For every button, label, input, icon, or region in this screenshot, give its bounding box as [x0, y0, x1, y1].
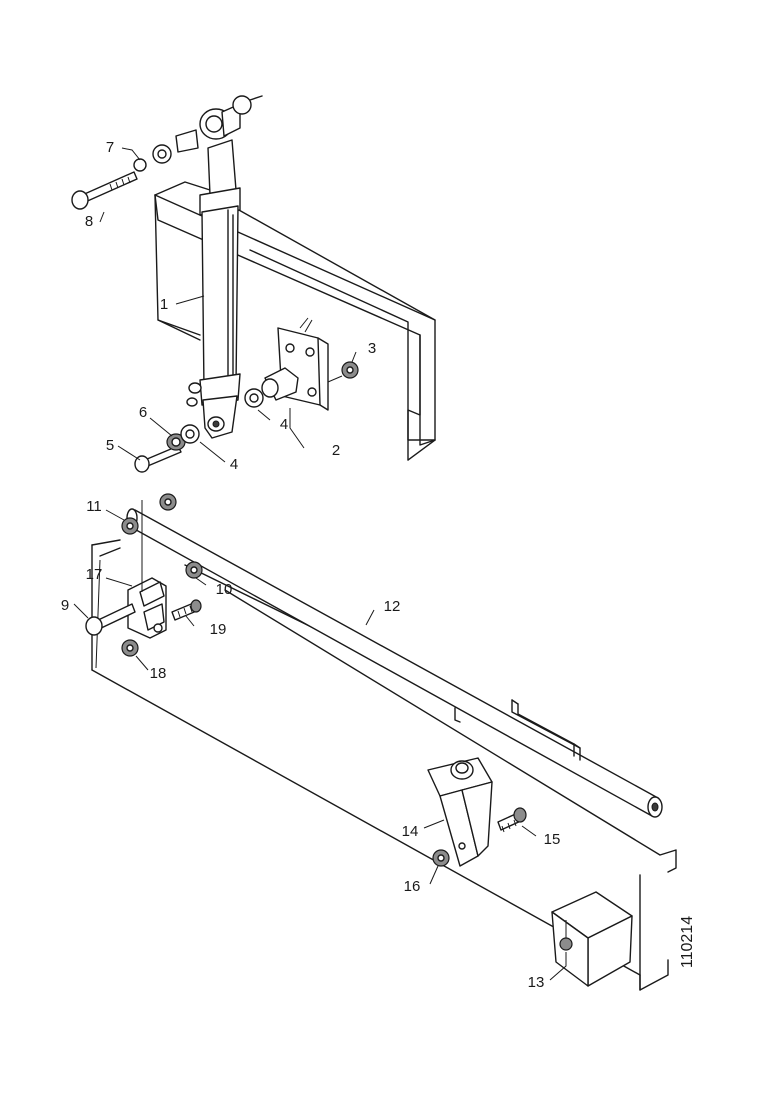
callout-4-right: 4	[280, 416, 288, 433]
callout-18: 18	[150, 665, 167, 682]
damper-cylinder	[186, 95, 263, 439]
nut-18	[121, 639, 139, 657]
nut-3	[341, 361, 359, 379]
callout-12: 12	[384, 598, 401, 615]
callout-8: 8	[85, 213, 93, 230]
nut-top-right-of-rod	[159, 493, 177, 511]
box-13	[551, 891, 633, 987]
callout-11: 11	[86, 498, 102, 515]
callout-19: 19	[210, 621, 227, 638]
rod-12	[126, 508, 663, 818]
bracket-14	[427, 757, 493, 867]
bracket-2	[244, 317, 343, 411]
callout-3: 3	[368, 340, 376, 357]
lower-bolt-stack	[134, 424, 200, 473]
frame-member-upper	[154, 181, 436, 461]
callout-9: 9	[61, 597, 69, 614]
callout-2: 2	[332, 442, 340, 459]
nut-16	[432, 849, 450, 867]
drawing-id: 110214	[679, 916, 696, 968]
callout-14: 14	[402, 823, 419, 840]
callout-6: 6	[139, 404, 147, 421]
callout-10: 10	[216, 581, 233, 598]
callout-17: 17	[86, 566, 103, 583]
top-bushings	[71, 129, 199, 210]
callout-5: 5	[106, 437, 114, 454]
leader-lines	[73, 147, 567, 981]
callout-7: 7	[106, 139, 114, 156]
callout-13: 13	[528, 974, 545, 991]
callout-labels: 1 2 3 4 4 5 6 7 8 9 10 11 12 13 14 15 16…	[61, 139, 561, 991]
callout-16: 16	[404, 878, 421, 895]
callout-1: 1	[160, 296, 168, 313]
bolt-15	[497, 807, 527, 833]
nut-10	[185, 561, 203, 579]
callout-4-left: 4	[230, 456, 238, 473]
bracket-17	[85, 500, 202, 639]
nut-11	[121, 517, 139, 535]
callout-15: 15	[544, 831, 561, 848]
